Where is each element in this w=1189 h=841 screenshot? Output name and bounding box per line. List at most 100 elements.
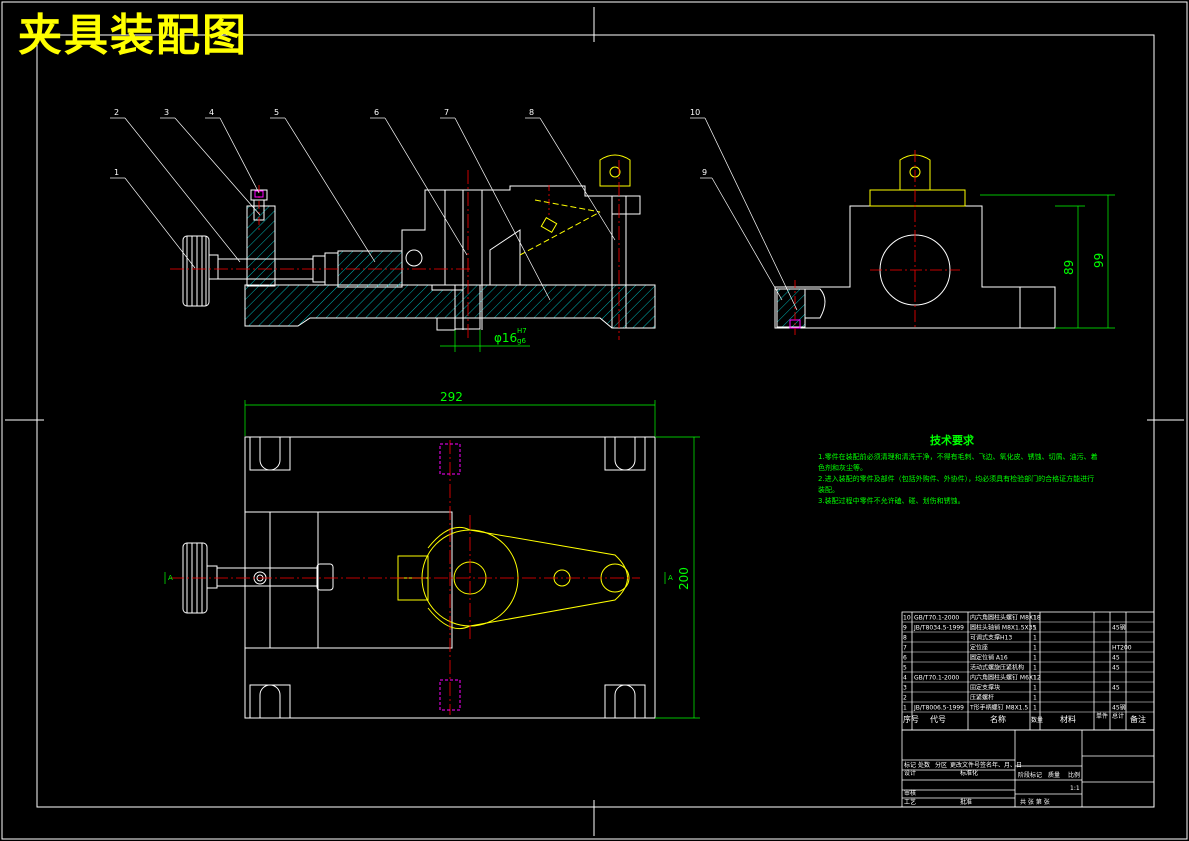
tb-sheets: 共 张 第 张 [1020,798,1050,806]
requirement-line: 2.进入装配的零件及部件（包括外购件、外协件），均必须具有检验部门的合格证方能进… [818,475,1095,483]
tb-scale-value: 1:1 [1070,785,1080,792]
bom-h-total: 总计 [1112,712,1124,720]
balloon-leaders [110,117,798,311]
balloon-8: 8 [529,108,534,117]
balloon-9: 9 [702,168,707,177]
bom-header: 序号 代号 名称 数量 材料 单件 总计 备注 [903,712,1146,724]
bom-cell: 1 [1033,645,1037,652]
bom-h-single: 单件 [1096,712,1108,720]
bom-cell: 10 [903,615,911,622]
balloon-10: 10 [690,108,700,117]
tb-mark-sign: 签名 [980,761,992,769]
balloon-labels: 1 2 3 4 5 6 7 8 9 10 [114,108,707,177]
side-dimensions [980,194,1115,329]
tb-mass: 质量 [1048,771,1060,779]
bom-cell: JB/T8006.5-1999 [913,705,964,712]
tb-mark-zone: 分区 [935,761,947,769]
bom-cell: 1 [1033,685,1037,692]
bom-cell: GB/T70.1-2000 [914,615,959,622]
bom-h-no: 序号 [903,714,919,724]
bom-cell: 1 [1033,615,1037,622]
fit-lower: g6 [517,337,526,345]
dim-200: 200 [677,567,691,590]
bom-h-code: 代号 [930,714,946,724]
side-view [774,150,1056,335]
dim-89: 89 [1062,260,1076,275]
bom-cell: 6 [903,655,907,662]
bom-cell: 8 [903,635,907,642]
drawing-title: 夹具装配图 [18,10,248,61]
bom-cell: GB/T70.1-2000 [914,675,959,682]
tb-design: 设计 [904,769,916,777]
bom-cell: 1 [1033,675,1037,682]
tb-scale: 比例 [1068,771,1080,779]
balloon-7: 7 [444,108,449,117]
bom-cell: 3 [903,685,907,692]
bom-cell: 1 [903,705,907,712]
bom-cell: 45 [1112,655,1120,662]
bom-cell: 内六角圆柱头螺钉 M8X18 [970,614,1041,622]
tb-stage: 阶段标记 [1018,771,1042,779]
bom-cell: T形手柄螺钉 M8X1.5 [969,704,1028,712]
bom-cell: 压紧螺杆 [970,694,994,702]
fit-dimension: φ16 H7 g6 [440,327,530,352]
top-view-holes [439,443,461,711]
balloon-4: 4 [209,108,214,117]
balloon-5: 5 [274,108,279,117]
bom-cell: 内六角圆柱头螺钉 M6X12 [970,674,1041,682]
bom-h-name: 名称 [990,714,1006,724]
tb-process: 工艺 [904,798,916,806]
requirement-line: 1.零件在装配前必须清理和清洗干净，不得有毛刺、飞边、氧化皮、锈蚀、切屑、油污、… [818,453,1098,461]
bom-h-remark: 备注 [1130,714,1146,724]
tb-approve: 批准 [960,798,972,806]
requirements-title: 技术要求 [930,434,974,447]
bom-cell: JB/T8034.5-1999 [913,625,964,632]
bom-cell: 4 [903,675,907,682]
requirement-line: 3.装配过程中零件不允许磕、碰、划伤和锈蚀。 [818,497,965,505]
bom-cell: 5 [903,665,907,672]
dim-99: 99 [1092,253,1106,268]
bom-cell: 45钢 [1112,624,1126,632]
tb-mark-count: 处数 [918,761,930,769]
bom-cell: 圆定位销 A16 [970,654,1008,662]
bom-h-material: 材料 [1060,714,1076,724]
bom-cell: 1 [1033,705,1037,712]
bom-cell: 7 [903,645,907,652]
bom-cell: 1 [1033,695,1037,702]
tb-mark-date: 年、月、日 [992,761,1022,769]
bom-cell: 固定支撑块 [970,684,1000,692]
bom-cell: 1 [1033,625,1037,632]
balloon-3: 3 [164,108,169,117]
fit-diameter: φ16 [494,331,517,345]
top-view-dimensions [164,400,700,719]
tb-standard: 标准化 [960,769,978,777]
tb-mark-row: 标记 [904,761,916,769]
front-section-view [170,154,656,340]
section-mark-left: A [168,574,173,582]
bom-cell: 1 [1033,655,1037,662]
requirement-line: 色剂和灰尘等。 [818,464,867,472]
bom-cell: 1 [1033,635,1037,642]
bom-cell: 定位座 [970,644,988,652]
bom-cell: 45 [1112,665,1120,672]
bom-cell: 45 [1112,685,1120,692]
dim-292: 292 [440,390,463,404]
bom-cell: 1 [1033,665,1037,672]
top-view-centerlines [170,440,640,715]
bom-cell: 9 [903,625,907,632]
requirement-line: 装配。 [818,486,839,494]
balloon-1: 1 [114,168,119,177]
bom-cell: 45钢 [1112,704,1126,712]
tb-mark-file: 更改文件号 [950,761,980,769]
bom-cell: 圆柱头轴销 M8X1.5X35 [970,624,1036,632]
section-mark-right: A [668,574,673,582]
balloon-6: 6 [374,108,379,117]
tb-check: 审核 [904,789,916,797]
bom-cell: 活动式螺旋压紧机构 [970,664,1024,672]
balloon-2: 2 [114,108,119,117]
fit-upper: H7 [517,327,527,335]
bom-cell: HT200 [1112,645,1132,652]
